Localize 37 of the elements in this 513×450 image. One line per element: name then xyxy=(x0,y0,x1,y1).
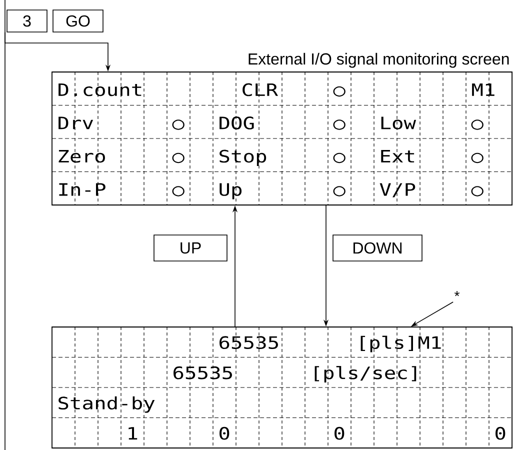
screen-text: Low xyxy=(381,116,416,130)
screen-text: [pls]M1 xyxy=(360,336,441,352)
screen-text: 65535 xyxy=(220,336,278,350)
screen-text: [pls/sec] xyxy=(314,366,416,383)
screen-text: 65535 xyxy=(174,366,232,380)
screen-text: ○ xyxy=(471,152,484,164)
screen-text: M1 xyxy=(472,84,494,96)
screen-text: ○ xyxy=(333,186,346,196)
key-box: UP xyxy=(154,234,228,262)
screen-text: V/P xyxy=(380,183,416,198)
screen-text: Drv xyxy=(58,116,94,130)
screen-text: Stop xyxy=(220,150,266,166)
screen-text: ○ xyxy=(333,152,346,164)
screen-text: Ext xyxy=(381,150,414,162)
screen-text: DOG xyxy=(220,116,254,130)
screen-text: Stand-by xyxy=(58,396,155,413)
screen-text: 0 xyxy=(334,426,344,440)
screen-text: ○ xyxy=(471,186,484,196)
screen-text: Zero xyxy=(58,150,105,163)
screen-text: ○ xyxy=(172,186,184,196)
screen-text: 0 xyxy=(496,426,506,440)
screen-text: 0 xyxy=(220,426,230,440)
key-box: 3 xyxy=(6,10,48,32)
screen-text: D.count xyxy=(58,84,142,96)
screen-text: ○ xyxy=(172,152,184,164)
screen-text: ○ xyxy=(333,86,346,97)
key-box: GO xyxy=(52,10,104,32)
screen-text: ○ xyxy=(172,120,184,130)
screen-text: ○ xyxy=(471,120,484,130)
screen-text: ○ xyxy=(333,120,346,130)
screen-text: Up xyxy=(220,183,242,200)
screen-text: 1 xyxy=(128,427,138,440)
key-box: DOWN xyxy=(332,234,422,262)
screen-title: External I/O signal monitoring screen xyxy=(248,52,509,68)
screen-text: CLR xyxy=(242,83,278,96)
screen-text: In-P xyxy=(59,183,106,196)
asterisk-label: * xyxy=(454,291,460,296)
